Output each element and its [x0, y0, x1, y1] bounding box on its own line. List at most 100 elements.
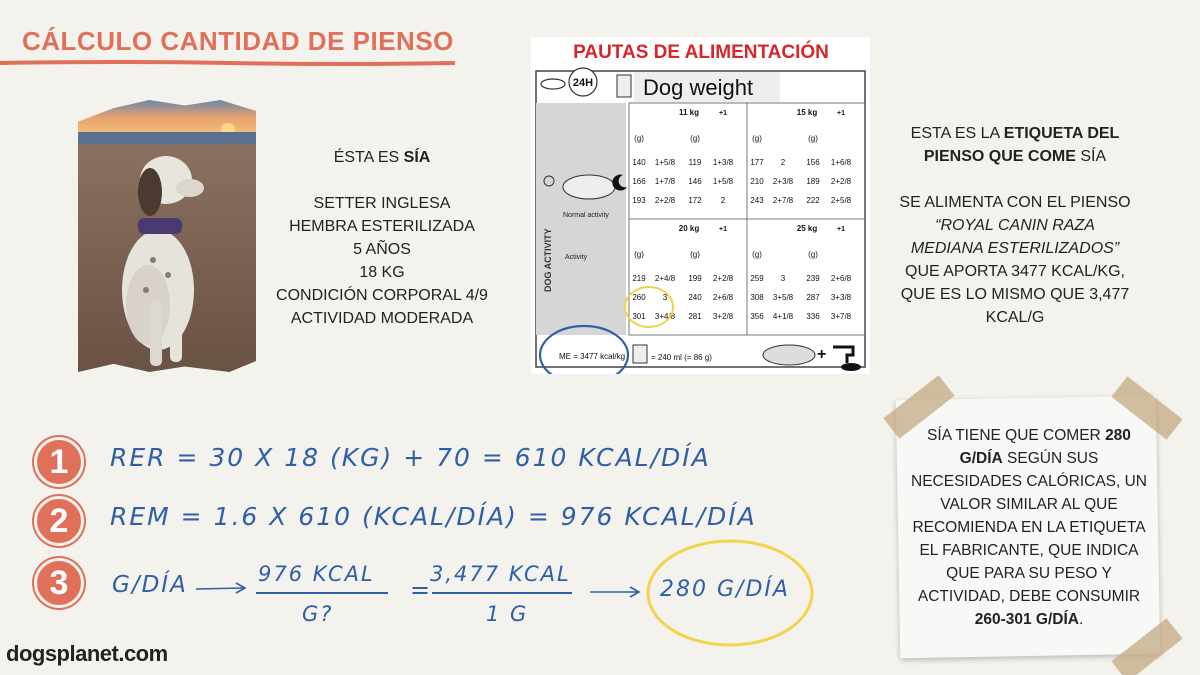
title-underline	[0, 60, 455, 66]
label-cell: 3+7/8	[831, 312, 852, 321]
label-cell: 3+2/8	[713, 312, 734, 321]
label-cell: 2	[721, 196, 726, 205]
note-p2: SEGÚN SUS NECESIDADES CALÓRICAS, UN VALO…	[911, 450, 1147, 605]
dog-weight: 18 KG	[359, 264, 405, 281]
food-info-l8: KCAL/G	[985, 309, 1045, 326]
label-cell: 2+6/8	[713, 293, 734, 302]
label-plus-one-0: +1	[719, 110, 727, 117]
dog-sex: HEMBRA ESTERILIZADA	[289, 218, 475, 235]
note-p2-bold: 260-301 G/DÍA	[974, 611, 1079, 628]
arrow-icon	[590, 586, 641, 598]
food-info-l2b: SÍA	[1075, 148, 1107, 165]
label-cell: 308	[750, 293, 764, 302]
label-cell: 301	[632, 312, 646, 321]
feeding-guide-label: PAUTAS DE ALIMENTACIÓN 24H Dog weight DO…	[531, 37, 870, 386]
label-24h-badge: 24H	[573, 77, 593, 89]
label-cell: 1+6/8	[831, 158, 852, 167]
label-cell: 1+7/8	[655, 177, 676, 186]
label-cell: 210	[750, 177, 764, 186]
food-info: ESTA ES LA ETIQUETA DEL PIENSO QUE COME …	[880, 122, 1150, 329]
label-cell: 189	[806, 177, 820, 186]
label-cell: 219	[632, 274, 646, 283]
label-col-g: (g)	[808, 250, 818, 259]
label-cell: 2+2/8	[831, 177, 852, 186]
label-cell: 243	[750, 196, 764, 205]
step-1-badge: 1	[34, 437, 84, 487]
label-cell: 2+7/8	[773, 196, 794, 205]
note-p3: .	[1078, 611, 1084, 628]
label-cell: 281	[688, 312, 702, 321]
food-info-l1a: ESTA ES LA	[910, 125, 1004, 142]
label-normal-activity: Normal activity	[563, 212, 609, 219]
step-2-badge: 2	[34, 496, 84, 546]
label-cell: 146	[688, 177, 702, 186]
label-dog-activity: DOG ACTIVITY	[543, 228, 553, 292]
step-3-frac1-bottom: G?	[302, 602, 334, 626]
label-cell: 2+5/8	[831, 196, 852, 205]
label-cell: 2+4/8	[655, 274, 676, 283]
label-cell: 166	[632, 177, 646, 186]
label-dog-weight: Dog weight	[643, 75, 753, 100]
label-plus-one-2: +1	[719, 226, 727, 233]
dog-age: 5 AÑOS	[353, 241, 411, 258]
label-weight-0: 11 kg	[679, 108, 699, 117]
label-col-g: (g)	[690, 134, 700, 143]
label-cell: 2+2/8	[713, 274, 734, 283]
label-cell: 1+5/8	[713, 177, 734, 186]
dog-info: ÉSTA ES SÍA SETTER INGLESA HEMBRA ESTERI…	[262, 146, 502, 330]
label-cell: 156	[806, 158, 820, 167]
label-cell: 193	[632, 196, 646, 205]
arrow-icon	[195, 582, 247, 594]
dog-activity: ACTIVIDAD MODERADA	[290, 310, 474, 327]
fraction-bar-1	[256, 592, 388, 594]
label-cup-equivalence: = 240 ml (= 86 g)	[651, 353, 712, 362]
step-3-equals: =	[410, 576, 433, 604]
label-cell: 1+5/8	[655, 158, 676, 167]
label-cell: 140	[632, 158, 646, 167]
food-info-l7: QUE ES LO MISMO QUE 3,477	[900, 286, 1130, 303]
label-cell: 287	[806, 293, 820, 302]
label-me: ME = 3477 kcal/kg	[559, 352, 625, 361]
food-info-l2a: PIENSO QUE COME	[923, 148, 1076, 165]
label-cell: 222	[806, 196, 820, 205]
label-cell: 3	[781, 274, 786, 283]
label-cell: 172	[688, 196, 702, 205]
label-title: PAUTAS DE ALIMENTACIÓN	[573, 41, 829, 63]
label-col-g: (g)	[634, 134, 644, 143]
dog-breed: SETTER INGLESA	[313, 195, 451, 212]
step-1-formula: RER = 30 X 18 (KG) + 70 = 610 KCAL/DÍA	[110, 443, 711, 472]
label-cell: 239	[806, 274, 820, 283]
note-p1-bold: 280 G/DÍA	[959, 427, 1131, 467]
step-3-lhs: G/DÍA	[112, 572, 188, 598]
label-cell: 3	[663, 293, 668, 302]
label-cell: 1+3/8	[713, 158, 734, 167]
result-highlight-circle	[646, 539, 814, 647]
step-2-formula: REM = 1.6 X 610 (KCAL/DÍA) = 976 KCAL/DÍ…	[110, 502, 757, 531]
label-cell: 177	[750, 158, 764, 167]
label-cell: 119	[689, 158, 702, 167]
label-cell: 2+2/8	[655, 196, 676, 205]
label-cell: 199	[688, 274, 702, 283]
label-plus-one-1: +1	[837, 110, 845, 117]
label-cell: 2+6/8	[831, 274, 852, 283]
food-info-l4: “ROYAL CANIN RAZA	[935, 217, 1095, 234]
dog-intro: ÉSTA ES	[333, 149, 404, 166]
step-3-frac1-top: 976 KCAL	[258, 562, 375, 586]
label-col-g: (g)	[690, 250, 700, 259]
food-info-l6: QUE APORTA 3477 KCAL/KG,	[905, 263, 1125, 280]
note-p1: SÍA TIENE QUE COMER	[927, 427, 1106, 444]
label-cell: 336	[806, 312, 820, 321]
label-cell: 2+3/8	[773, 177, 794, 186]
label-activity: Activity	[565, 254, 588, 261]
label-weight-3: 25 kg	[797, 224, 818, 233]
dog-photo	[78, 100, 256, 372]
summary-note-text: SÍA TIENE QUE COMER 280 G/DÍA SEGÚN SUS …	[904, 424, 1154, 631]
step-3-frac2-top: 3,477 KCAL	[430, 562, 571, 586]
label-cell: 259	[750, 274, 764, 283]
dog-body-condition: CONDICIÓN CORPORAL 4/9	[276, 287, 488, 304]
label-cell: 356	[750, 312, 764, 321]
food-info-l1b: ETIQUETA DEL	[1003, 125, 1120, 142]
label-col-g: (g)	[752, 250, 762, 259]
label-col-g: (g)	[752, 134, 762, 143]
label-cell: 3+3/8	[831, 293, 852, 302]
